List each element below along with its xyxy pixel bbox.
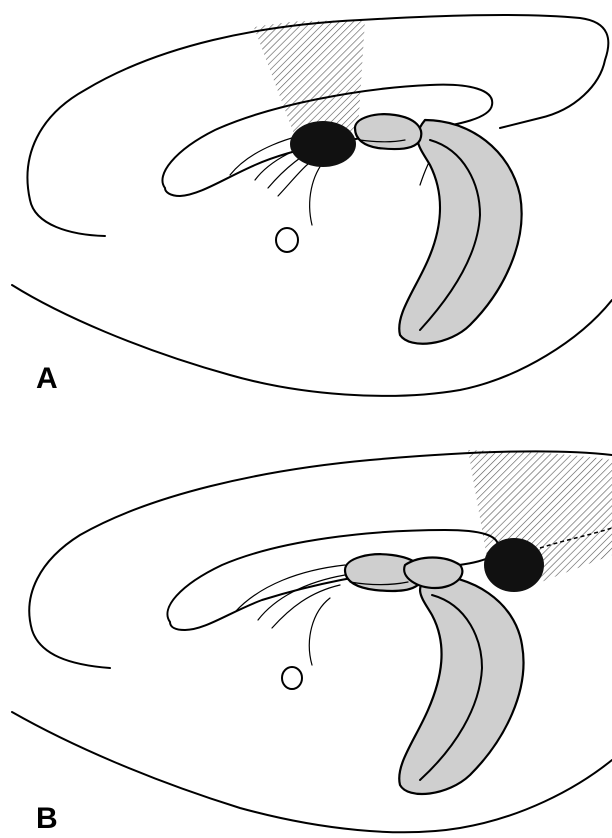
hemisphere-base-b: [12, 712, 612, 832]
small-circle-b: [282, 667, 302, 689]
panel-label-a: A: [36, 362, 58, 395]
small-circle-a: [276, 228, 298, 252]
hippocampus-a: [399, 120, 521, 344]
small-body-a: [355, 114, 421, 149]
fiber-line-b3: [272, 585, 340, 628]
panel-label-b: B: [36, 802, 58, 835]
panel-b: B: [12, 450, 612, 835]
lesion-a: [290, 121, 356, 167]
panel-a: A: [12, 15, 612, 396]
lesion-b: [484, 538, 544, 592]
hippocampus-b: [399, 575, 523, 794]
fiber-line-b4: [309, 598, 330, 665]
hemisphere-base-a: [12, 285, 612, 396]
fiber-line-a5: [310, 160, 325, 225]
